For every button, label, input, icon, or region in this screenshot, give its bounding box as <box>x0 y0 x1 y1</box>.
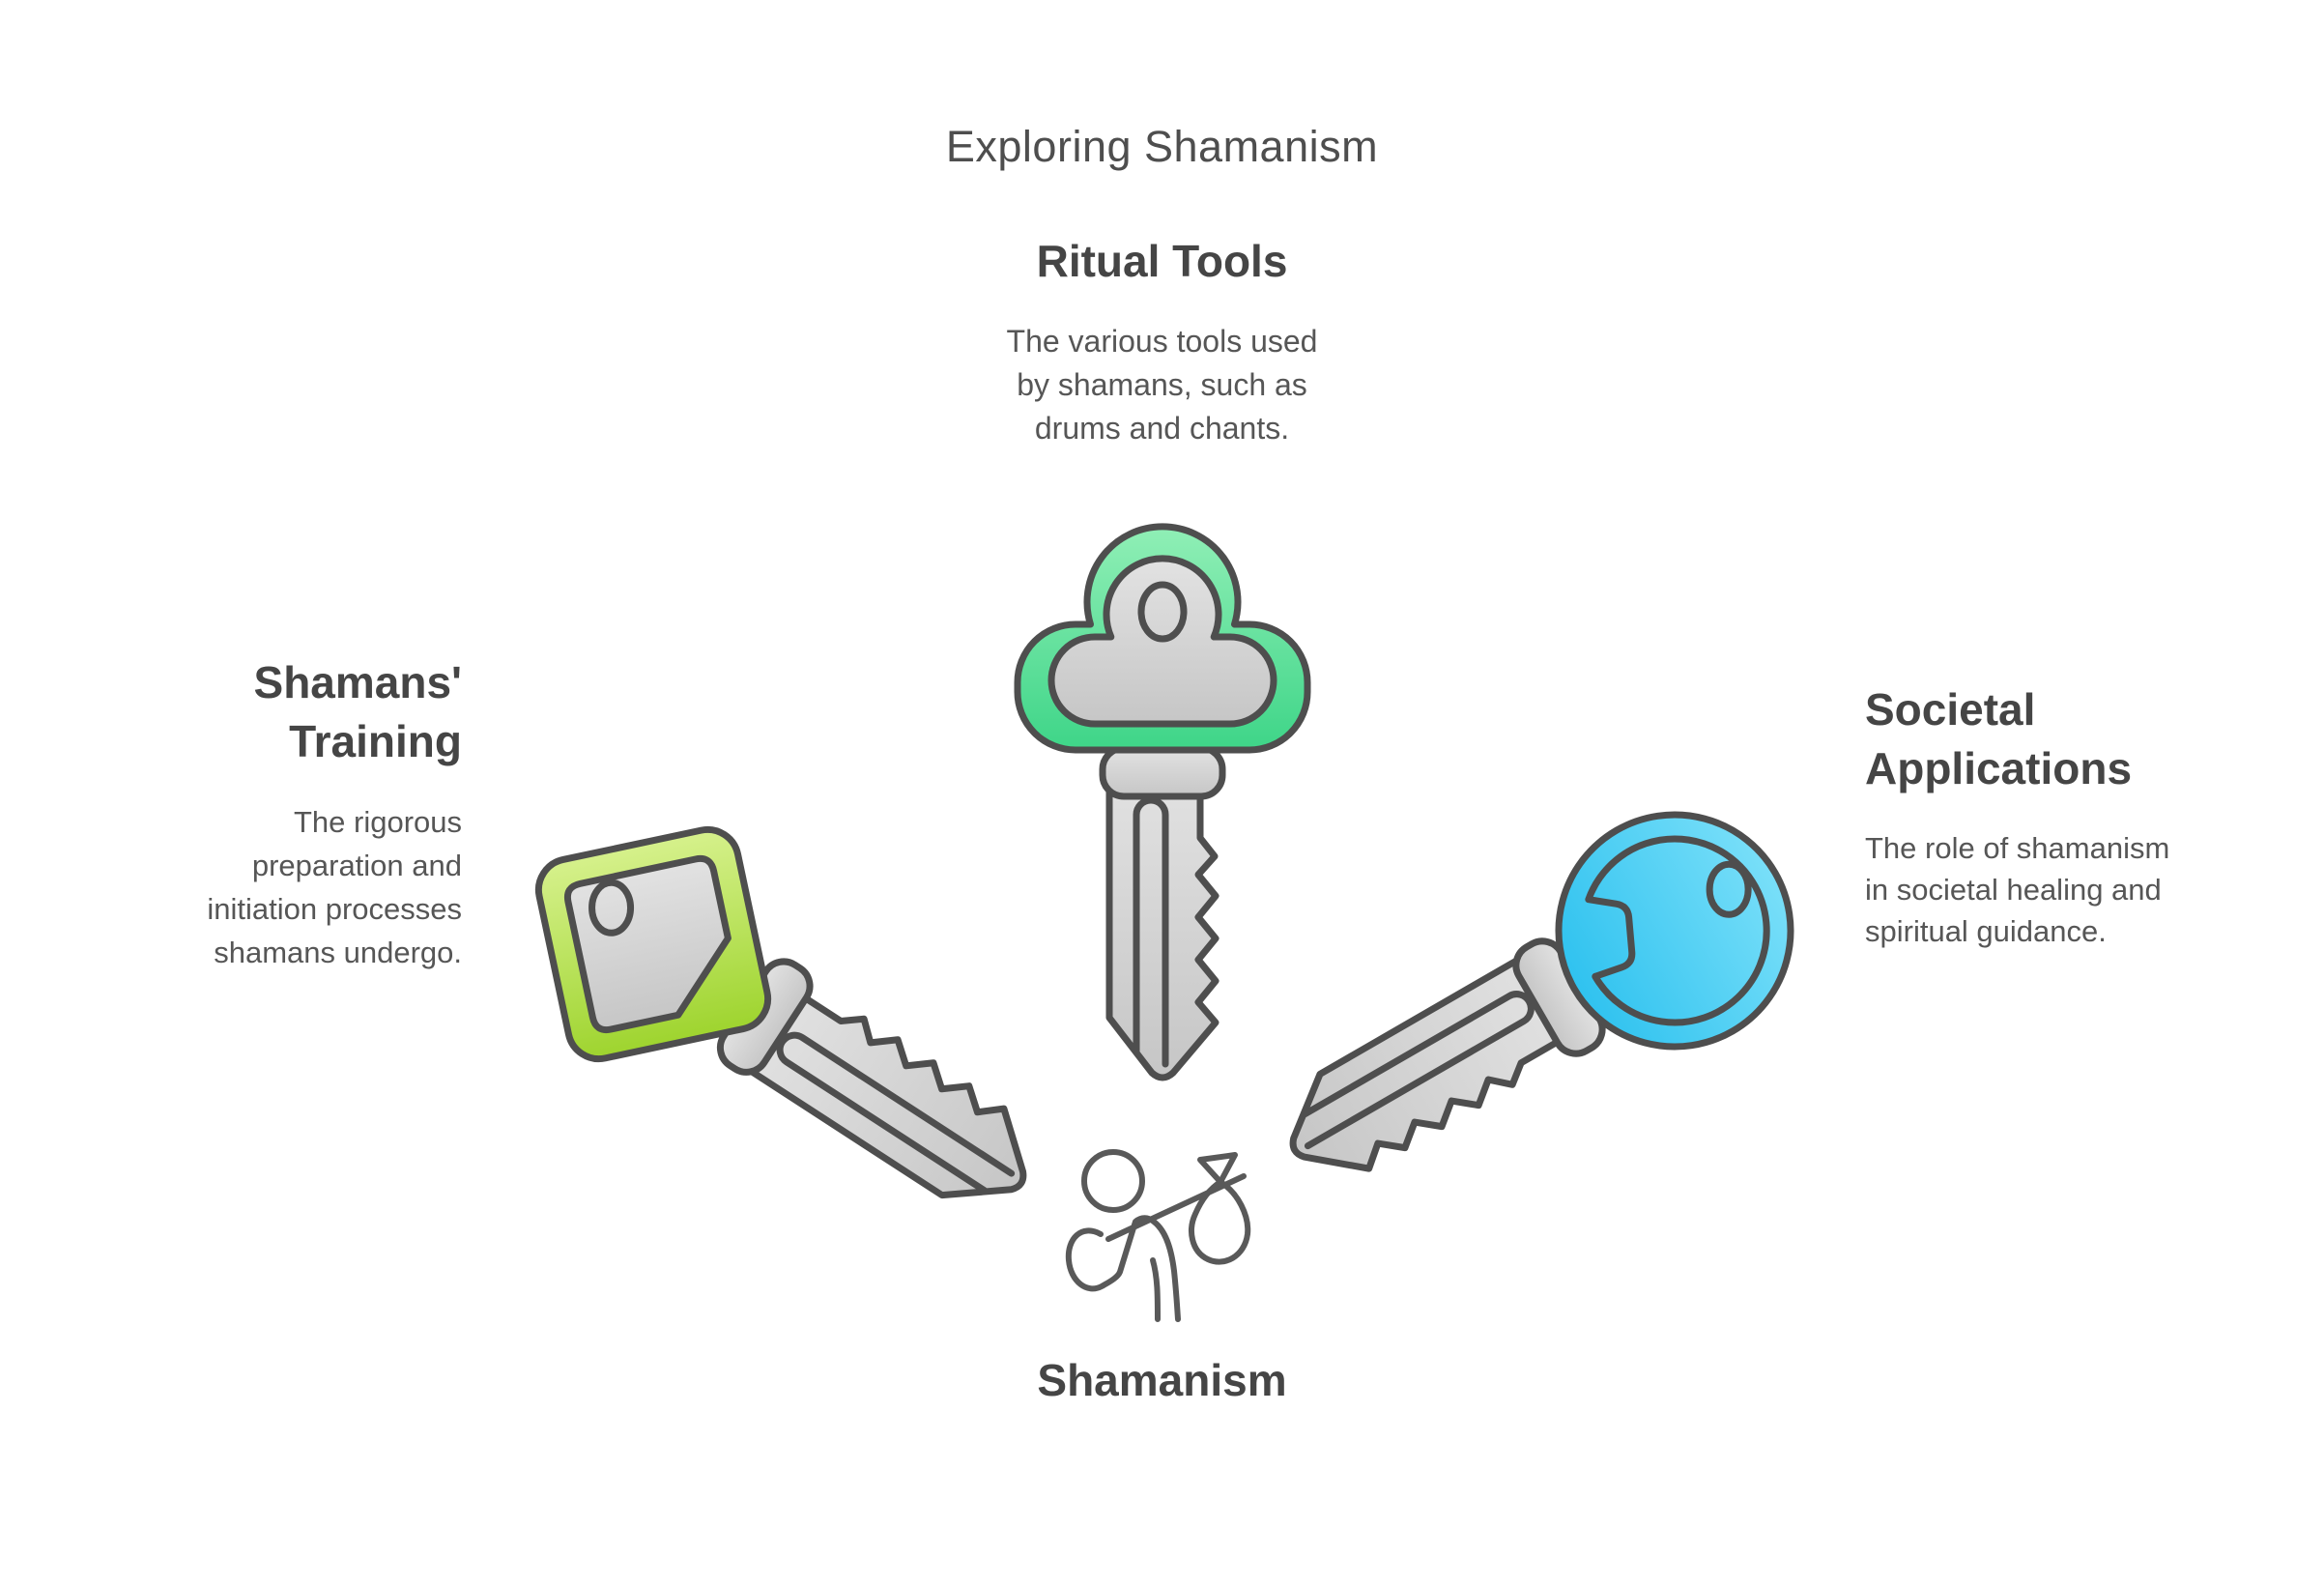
key-icon-societal-applications <box>1236 811 1794 1256</box>
figure-head <box>1081 1149 1145 1213</box>
bindle-stick <box>1105 1173 1247 1242</box>
page-title: Exploring Shamanism <box>945 122 1379 171</box>
section-title-ritual-tools: Ritual Tools <box>1036 236 1288 286</box>
key-icon-shamans-training <box>534 825 1100 1304</box>
figure-leg <box>1150 1257 1161 1322</box>
keyhole <box>588 879 635 937</box>
center-label: Shamanism <box>1037 1355 1287 1405</box>
section-desc-shamans-training: The rigorous preparation and initiation … <box>207 805 462 969</box>
key-icon-ritual-tools <box>1014 523 1311 1078</box>
bindle-bag <box>1189 1179 1251 1265</box>
section-desc-ritual-tools: The various tools used by shamans, such … <box>1006 324 1318 446</box>
section-title-shamans-training: Shamans' Training <box>253 657 462 766</box>
section-title-societal-applications: Societal Applications <box>1865 684 2133 793</box>
figure-body <box>1065 1215 1181 1322</box>
keyhole <box>1706 860 1752 918</box>
section-desc-societal-applications: The role of shamanism in societal healin… <box>1865 831 2170 948</box>
bindle-knot <box>1197 1152 1238 1185</box>
keyhole <box>1137 581 1188 643</box>
person-with-bindle-icon <box>1065 1149 1251 1322</box>
